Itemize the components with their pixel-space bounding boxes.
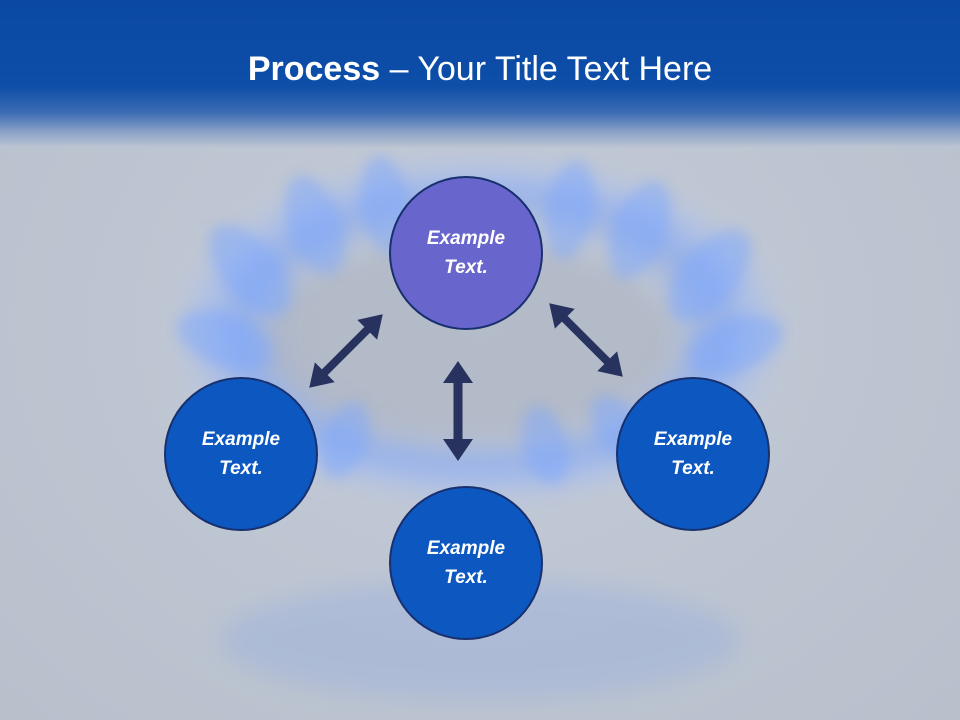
process-node-right: Example Text. [616,377,770,531]
double-arrow-vertical [443,361,473,461]
slide-title: Process – Your Title Text Here [0,50,960,89]
node-text-line2: Text. [671,458,715,479]
title-rest: – Your Title Text Here [380,50,713,88]
process-node-top: Example Text. [389,176,543,330]
node-text-line1: Example [653,429,733,450]
node-text-line2: Text. [444,257,488,278]
double-arrow-right [549,303,623,377]
node-text-line2: Text. [219,458,263,479]
title-bold: Process [247,50,381,88]
process-node-left: Example Text. [164,377,318,531]
node-text-line1: Example [426,228,506,249]
process-node-bottom: Example Text. [389,486,543,640]
node-text-line2: Text. [444,567,488,588]
double-arrow-left [309,314,383,388]
title-bar: Process – Your Title Text Here [0,0,960,148]
node-text-line1: Example [201,429,281,450]
node-text-line1: Example [426,538,506,559]
